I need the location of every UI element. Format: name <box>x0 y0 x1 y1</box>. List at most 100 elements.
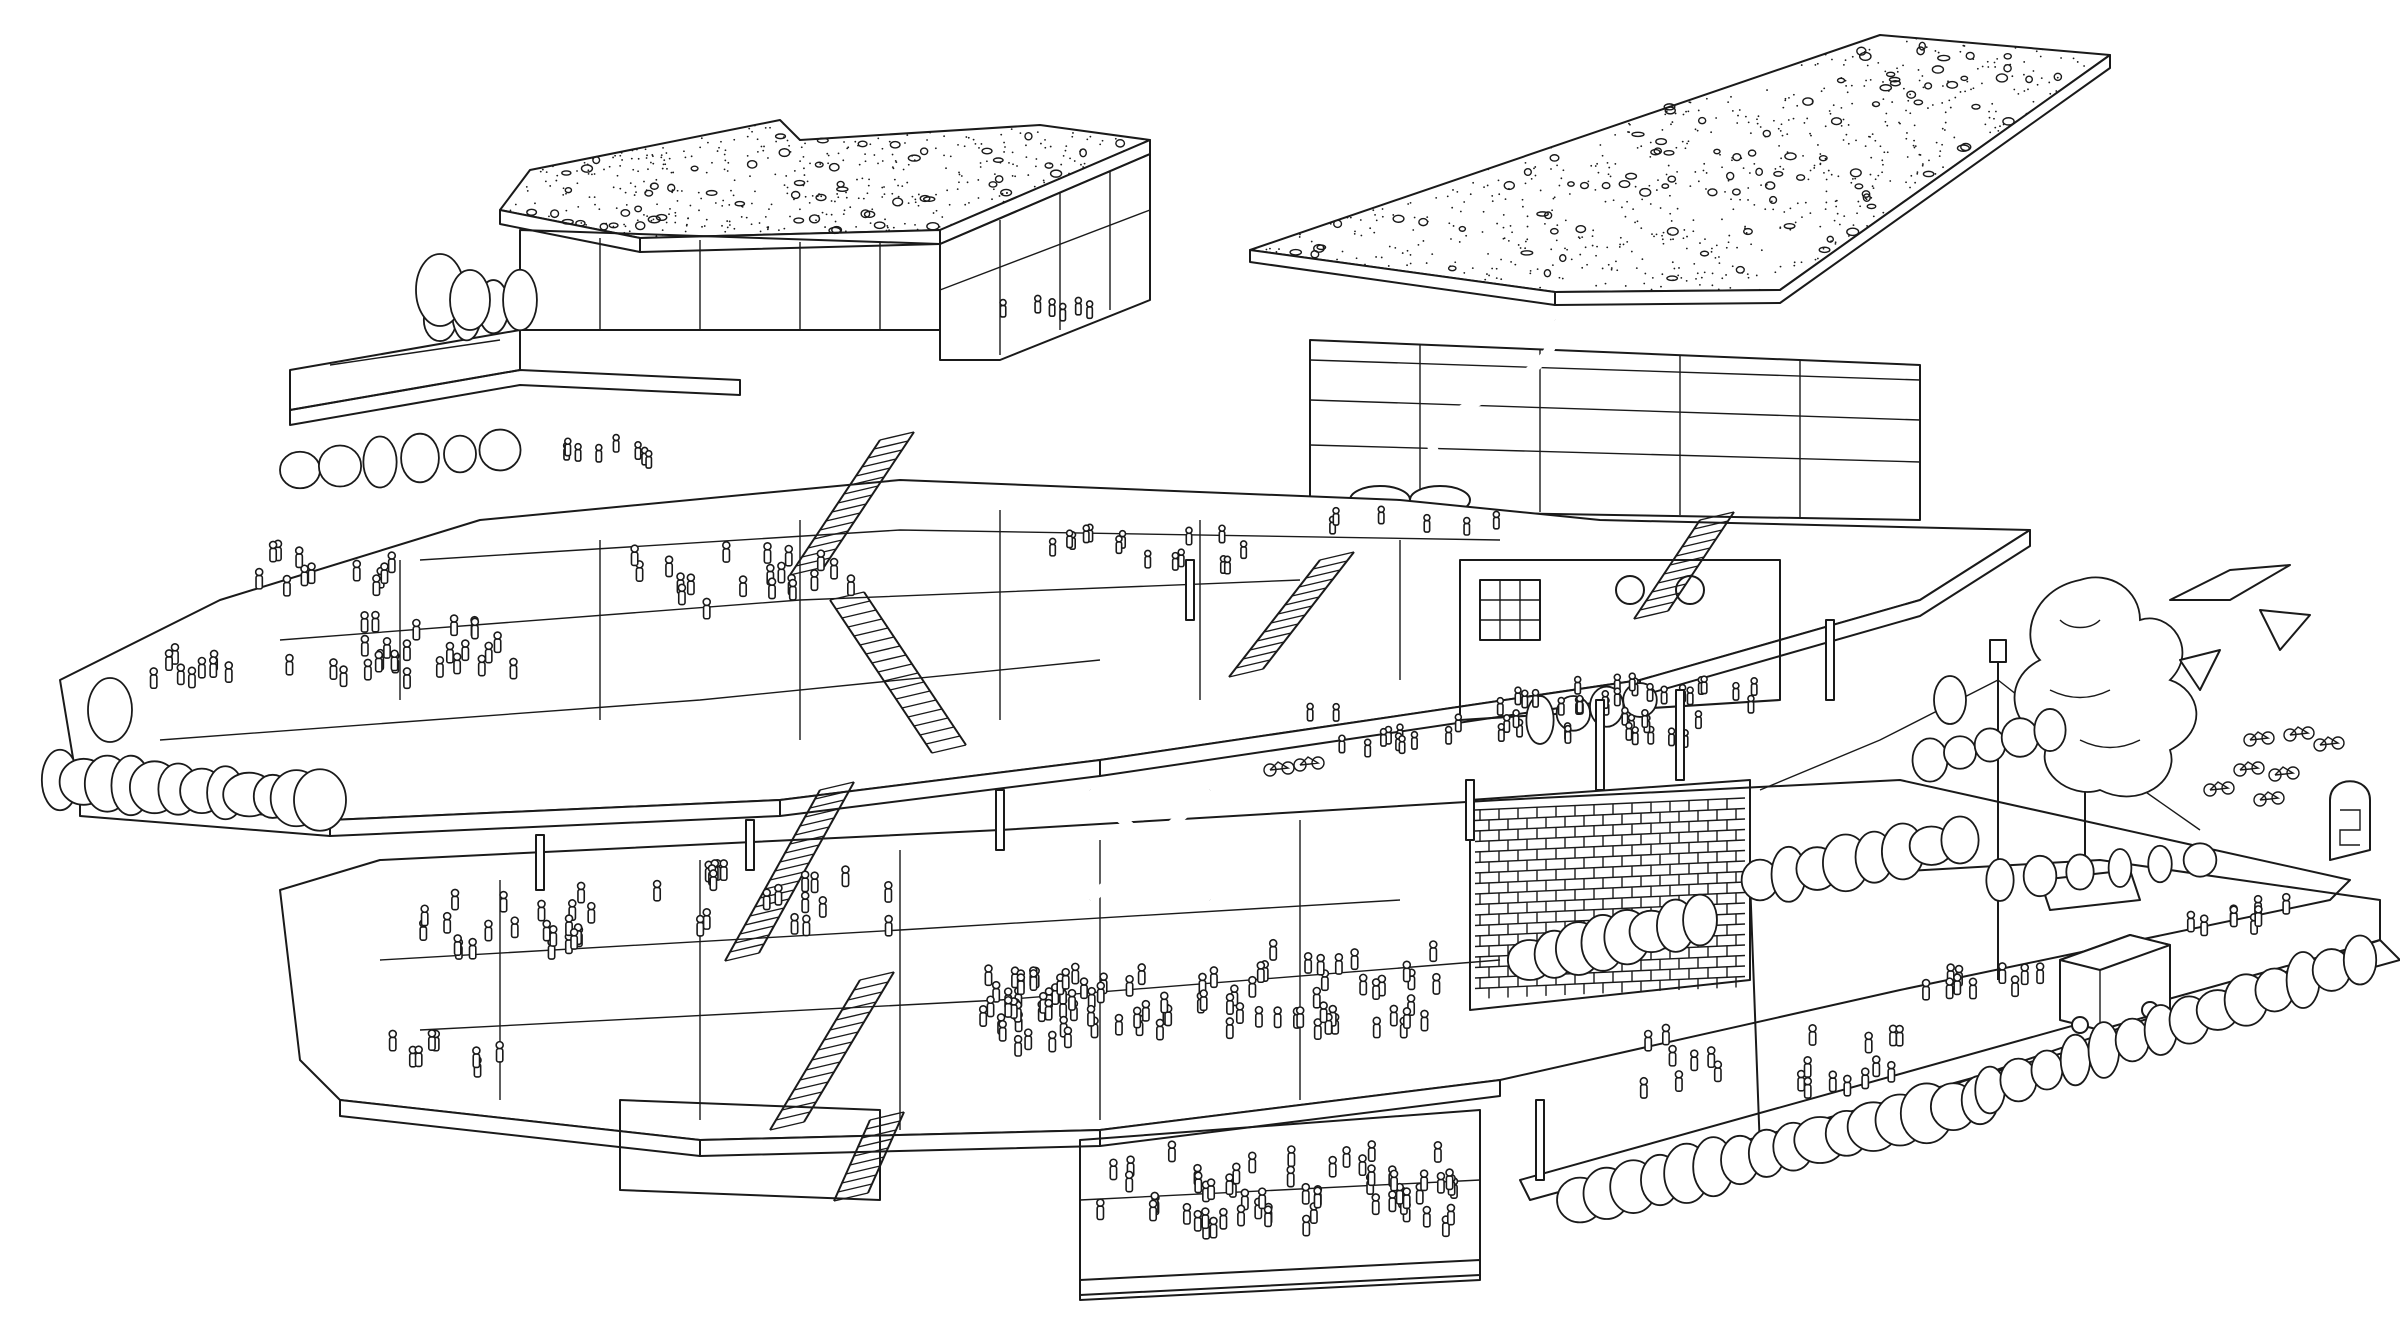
gravel-dot <box>1359 219 1362 221</box>
person-head <box>1038 991 1048 1001</box>
gravel-dot <box>727 161 730 164</box>
gravel-dot <box>1959 50 1962 53</box>
person-body <box>380 569 389 585</box>
person-body <box>774 890 783 906</box>
gravel-dot <box>1012 163 1014 166</box>
tree-canopy <box>2342 934 2378 986</box>
person-body <box>665 562 674 578</box>
gravel-dot <box>1738 109 1741 111</box>
gravel-dot <box>732 194 735 197</box>
gravel-dot <box>793 170 796 172</box>
gravel-dot <box>1040 142 1042 145</box>
gravel-dot <box>1809 132 1811 135</box>
gravel-dot <box>1834 243 1837 245</box>
person-head <box>1099 972 1108 981</box>
gravel-dot <box>1033 185 1036 188</box>
gravel-dot <box>914 201 917 204</box>
person-body <box>1114 1020 1123 1036</box>
gravel-dot <box>1851 178 1854 180</box>
person-head <box>802 914 811 924</box>
person-head <box>1029 969 1038 978</box>
gravel-dot <box>576 182 579 185</box>
gravel-dot <box>1779 165 1782 168</box>
gravel-dot <box>821 211 824 214</box>
person-body <box>1219 1214 1228 1230</box>
gravel-dot <box>946 189 949 192</box>
person-head <box>1445 1168 1454 1177</box>
gravel-dot <box>690 155 693 158</box>
person-body <box>1258 1194 1267 1210</box>
person-head <box>1048 537 1057 546</box>
gravel-dot <box>1966 80 1969 83</box>
person-body <box>1024 1035 1033 1051</box>
gravel-dot <box>1793 264 1796 267</box>
gravel-dot <box>866 192 869 195</box>
gravel-dot <box>674 211 677 214</box>
gravel-stone <box>1762 129 1772 138</box>
person-head <box>1236 1204 1246 1214</box>
gravel-dot <box>804 195 807 198</box>
gravel-stone <box>1764 181 1776 190</box>
person-body <box>1324 1019 1333 1035</box>
gravel-dot <box>1789 207 1792 210</box>
gravel-stone <box>808 214 821 224</box>
gravel-dot <box>2083 65 2086 67</box>
gravel-stone <box>1924 82 1933 90</box>
gravel-dot <box>562 187 565 190</box>
column <box>1465 779 1475 841</box>
person-body <box>495 1047 504 1063</box>
gravel-dot <box>1705 188 1707 190</box>
gravel-dot <box>1865 79 1867 82</box>
person-head <box>388 1029 398 1039</box>
gravel-dot <box>1401 252 1404 254</box>
person-head <box>676 572 685 581</box>
gravel-dot <box>1080 163 1082 166</box>
gravel-dot <box>1774 271 1777 274</box>
gravel-dot <box>1101 139 1104 142</box>
person-head <box>1372 1016 1382 1026</box>
stair-step <box>1663 565 1699 575</box>
gravel-dot <box>1590 164 1593 167</box>
gravel-stone <box>1625 172 1638 180</box>
gravel-dot <box>1407 203 1410 205</box>
gravel-dot <box>1835 205 1838 208</box>
gravel-dot <box>726 170 729 172</box>
person-body <box>427 1036 436 1052</box>
gravel-dot <box>1970 88 1972 91</box>
gravel-dot <box>576 170 578 172</box>
person-body <box>1358 1161 1367 1177</box>
person-head <box>612 433 620 442</box>
person-body <box>1895 1031 1904 1047</box>
person-head <box>1446 1203 1456 1213</box>
person-head <box>1428 940 1438 949</box>
gravel-dot <box>785 175 788 177</box>
gravel-dot <box>751 130 753 133</box>
bike-wheel <box>2286 766 2300 780</box>
person-head <box>1643 1029 1653 1039</box>
gravel-stone <box>1666 275 1679 282</box>
gravel-dot <box>817 215 820 217</box>
gravel-dot <box>556 174 559 177</box>
gravel-dot <box>1529 272 1532 275</box>
person-head <box>387 551 397 560</box>
gravel-dot <box>544 180 547 183</box>
gravel-dot <box>664 163 667 166</box>
gravel-dot <box>1737 114 1739 117</box>
gravel-dot <box>827 162 830 165</box>
stair-step <box>835 600 871 610</box>
person-head <box>1048 1030 1057 1040</box>
person-body <box>884 887 893 903</box>
gravel-stone <box>1049 169 1063 178</box>
person-body <box>1700 681 1708 695</box>
person-head <box>719 859 729 868</box>
gravel-stone <box>1913 99 1924 106</box>
gravel-stone <box>1960 142 1972 152</box>
person-body <box>986 1002 995 1018</box>
person-body <box>360 617 369 633</box>
gravel-dot <box>1905 181 1907 184</box>
person-body <box>285 660 294 676</box>
stair-step <box>853 1147 889 1157</box>
person-head <box>567 899 577 908</box>
stair-step <box>857 1138 893 1148</box>
gravel-stone <box>1543 211 1553 220</box>
